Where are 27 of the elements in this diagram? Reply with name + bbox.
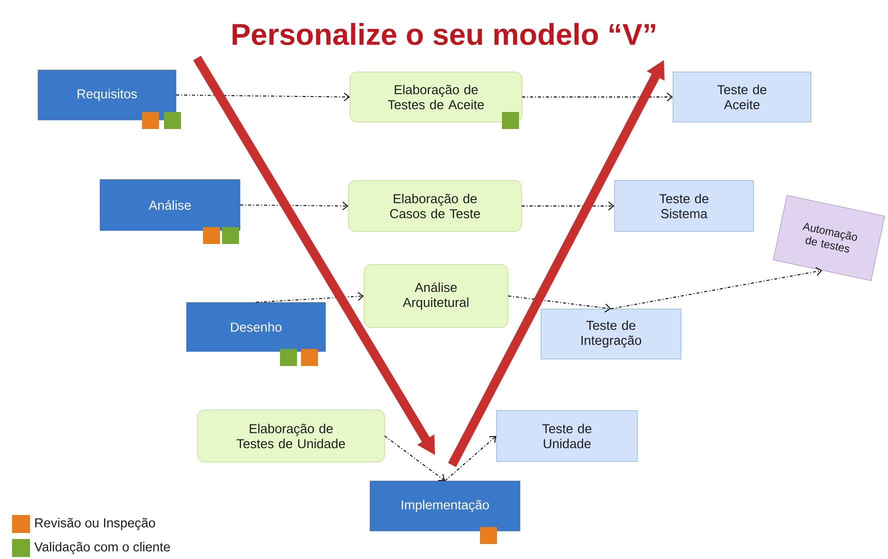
test-box: Teste de Sistema <box>614 180 754 232</box>
process-box: Implementação <box>370 480 520 532</box>
test-box: Teste de Integração <box>540 308 682 360</box>
arrow <box>448 60 664 468</box>
test-box: Teste de Aceite <box>672 72 812 122</box>
test-box: Teste de Unidade <box>496 410 638 462</box>
puzzle-piece: Automação de testes <box>773 195 885 281</box>
legend-label: Validação com o cliente <box>34 542 170 554</box>
activity-box: Elaboração de Casos de Teste <box>348 180 522 232</box>
arrow <box>508 296 611 312</box>
activity-box: Elaboração de Testes de Unidade <box>197 410 385 462</box>
arrow <box>521 202 614 210</box>
arrow <box>176 92 350 102</box>
arrow <box>240 202 348 210</box>
activity-box: Análise Arquitetural <box>364 264 508 328</box>
arrow <box>193 56 435 455</box>
process-box: Desenho <box>186 302 326 352</box>
arrow <box>444 436 496 482</box>
arrow <box>256 292 364 303</box>
legend-label: Revisão ou Inspeção <box>35 518 156 530</box>
process-box: Requisitos <box>38 70 176 120</box>
activity-box: Elaboração de Testes de Aceite <box>350 72 522 122</box>
arrow <box>384 436 445 482</box>
arrow <box>610 267 822 310</box>
process-box: Análise <box>100 179 240 231</box>
arrow <box>522 92 673 102</box>
title: Personalize o seu modelo “V” <box>232 22 656 46</box>
